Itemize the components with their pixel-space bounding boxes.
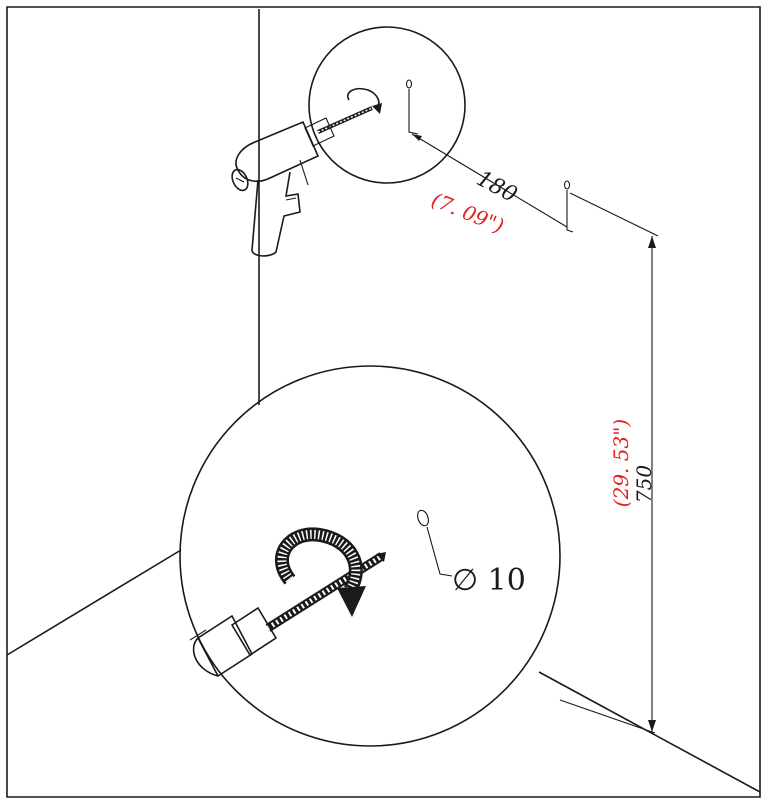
hole-close-up (417, 509, 429, 527)
vertical-dimension-value: 750 (632, 465, 656, 503)
floor-edge-right (538, 671, 761, 793)
drill-hole-marker-1 (405, 79, 413, 89)
large-detail-circle: ∅ 10 (179, 365, 561, 747)
horizontal-dimension: 180 (7. 09") (411, 133, 659, 238)
rotation-arrow-icon (275, 527, 366, 617)
horizontal-dimension-value: 180 (472, 166, 521, 208)
drill-icon (231, 87, 382, 257)
hole-diameter-label: ∅ 10 (452, 563, 526, 598)
rotation-arrow-icon (347, 87, 380, 110)
hole-leader-2 (566, 190, 574, 233)
vertical-dimension-inches: (29. 53") (609, 419, 633, 507)
hole-diameter-leader (426, 526, 453, 577)
room-outline (6, 6, 761, 798)
hole-leader-1 (408, 89, 419, 135)
drill-hole-marker-2 (563, 180, 571, 190)
vertical-extension-top (569, 192, 659, 237)
drill-bit-icon (189, 552, 386, 678)
vertical-extension-bottom (559, 699, 656, 734)
vertical-dimension: 750 (29. 53") (559, 236, 656, 734)
floor-edge-left (6, 549, 182, 656)
frame-border (6, 6, 761, 798)
horizontal-dimension-line (411, 133, 568, 228)
top-detail-circle (308, 26, 466, 184)
